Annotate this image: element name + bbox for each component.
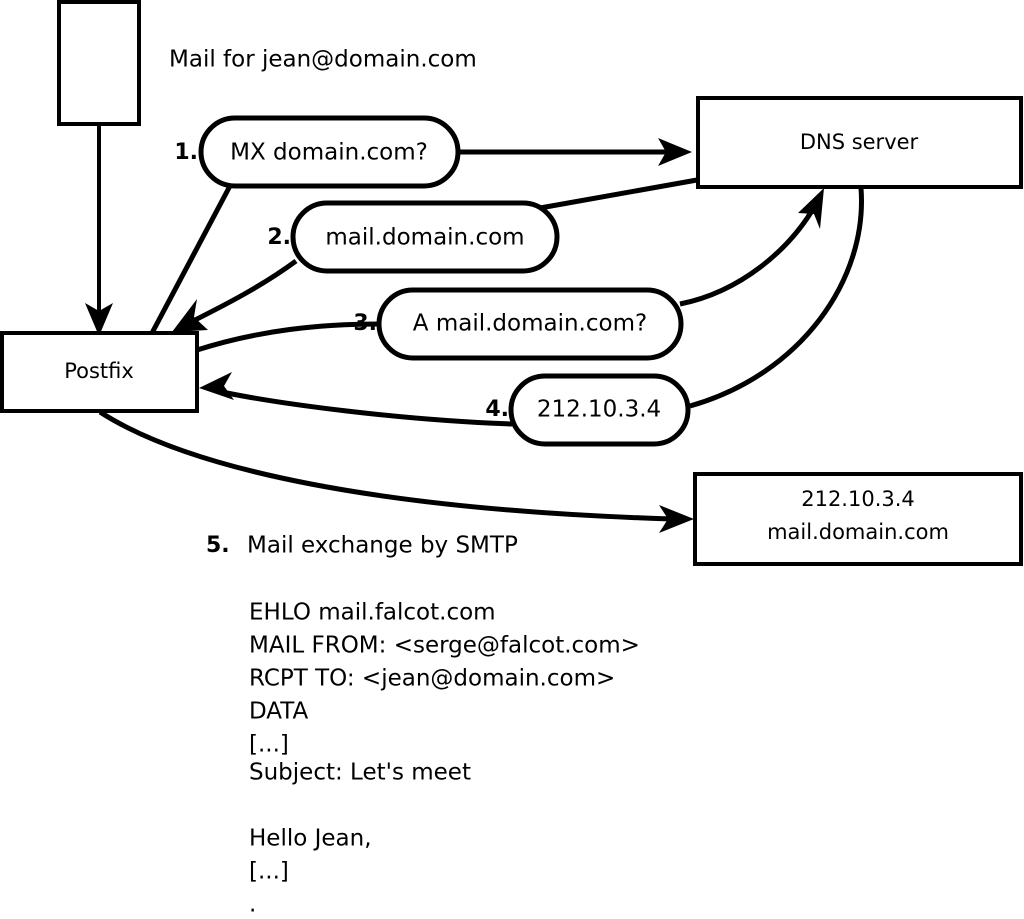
transcript-line: MAIL FROM: <serge@falcot.com> (249, 633, 640, 659)
arrow-sender-to-postfix (85, 124, 113, 336)
remote-mx-box[interactable]: 212.10.3.4 mail.domain.com (693, 472, 1023, 566)
postfix-box[interactable]: Postfix (0, 331, 199, 413)
step-2-number: 2. (267, 225, 291, 250)
step-5-label: Mail exchange by SMTP (247, 533, 518, 559)
transcript-line: EHLO mail.falcot.com (249, 600, 496, 626)
step-1-label: MX domain.com? (230, 140, 428, 166)
step-2-bubble[interactable]: 2. mail.domain.com (267, 200, 560, 274)
step-2-label: mail.domain.com (325, 225, 524, 251)
arrow-postfix-to-remote-mx (98, 409, 694, 533)
remote-mx-ip-label: 212.10.3.4 (801, 487, 915, 511)
transcript-line: [...] (249, 732, 289, 758)
step-3-label: A mail.domain.com? (413, 311, 647, 337)
transcript-line: DATA (249, 699, 309, 725)
link-dns-to-step4 (689, 187, 864, 409)
dns-server-box[interactable]: DNS server (696, 96, 1023, 189)
step-4-label: 212.10.3.4 (537, 397, 661, 423)
sender-box[interactable] (57, 0, 141, 126)
smtp-transcript: EHLO mail.falcot.com MAIL FROM: <serge@f… (249, 600, 640, 918)
arrow-step2-to-postfix (172, 258, 298, 332)
transcript-line: . (249, 892, 256, 918)
dns-server-box-label: DNS server (800, 130, 919, 154)
arrow-step4-to-postfix (199, 372, 513, 427)
remote-mx-host-label: mail.domain.com (767, 520, 949, 544)
step-4-bubble[interactable]: 4. 212.10.3.4 (485, 373, 691, 447)
page-title: Mail for jean@domain.com (169, 47, 477, 73)
link-dns-to-step2 (539, 177, 698, 211)
link-postfix-to-step3 (196, 321, 381, 353)
arrow-step1-to-dns (458, 138, 692, 166)
step-1-bubble[interactable]: 1. MX domain.com? (174, 115, 461, 189)
step-3-number: 3. (353, 311, 377, 336)
step-5-number: 5. (206, 533, 230, 558)
link-postfix-to-step1 (149, 182, 234, 335)
transcript-line: RCPT TO: <jean@domain.com> (249, 666, 615, 692)
arrow-step3-to-dns (679, 188, 824, 307)
step-3-bubble[interactable]: 3. A mail.domain.com? (353, 287, 684, 361)
transcript-line: Hello Jean, (249, 826, 372, 852)
step-1-number: 1. (174, 140, 198, 165)
postfix-box-label: Postfix (64, 359, 134, 383)
transcript-line: [...] (249, 859, 289, 885)
step-4-number: 4. (485, 397, 509, 422)
transcript-line: Subject: Let's meet (249, 760, 471, 786)
